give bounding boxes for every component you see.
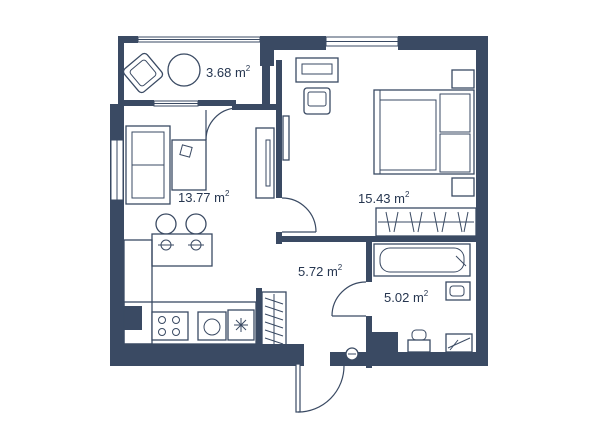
walls	[110, 36, 488, 368]
area-label-hallway: 5.72 m2	[298, 263, 343, 279]
area-label-balcony: 3.68 m2	[206, 64, 251, 80]
kitchen	[123, 239, 257, 345]
area-label-bedroom: 15.43 m2	[358, 190, 410, 206]
bathroom-fixtures	[373, 243, 473, 353]
living-furniture	[125, 125, 275, 267]
balcony-furniture	[122, 52, 201, 94]
bedroom-furniture	[282, 57, 477, 237]
hallway-closet	[261, 291, 359, 361]
area-label-bathroom: 5.02 m2	[384, 289, 429, 305]
doors	[205, 107, 367, 413]
area-label-living-kitchen: 13.77 m2	[178, 189, 230, 205]
windows	[110, 36, 399, 201]
area-labels: 3.68 m2 13.77 m2 15.43 m2 5.72 m2 5.02 m…	[178, 64, 429, 305]
